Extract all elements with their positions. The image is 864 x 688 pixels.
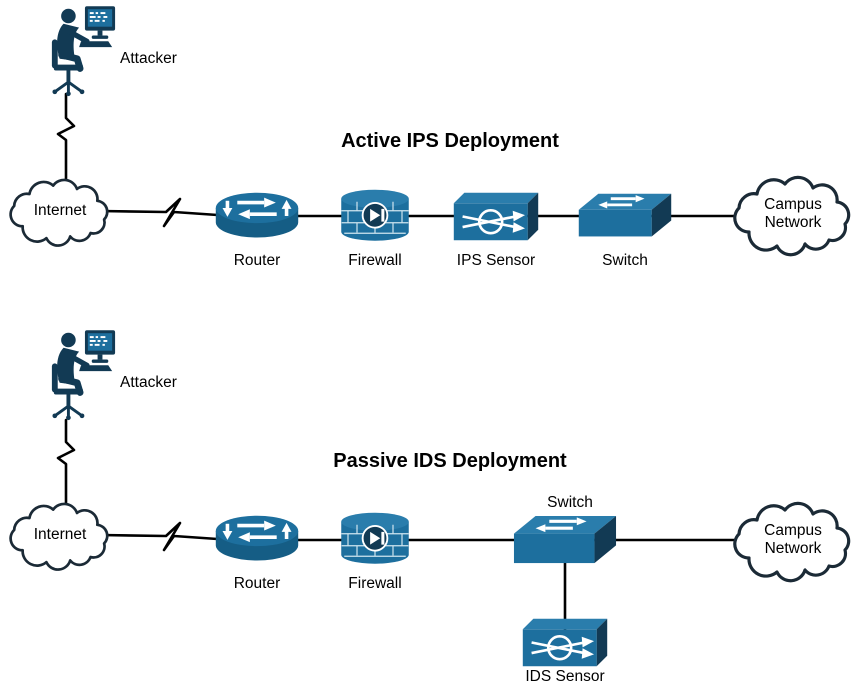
campus-label-line1: Campus: [764, 196, 822, 213]
router-icon: [214, 190, 300, 242]
link-attacker-internet-top: [56, 92, 76, 197]
active-section-title: Active IPS Deployment: [341, 130, 559, 152]
campus-network-cloud: Campus Network: [727, 494, 859, 586]
internet-label: Internet: [33, 202, 87, 219]
router-label: Router: [233, 575, 281, 592]
campus-label-line1: Campus: [764, 522, 822, 539]
ids-sensor-icon: [521, 617, 609, 668]
firewall-icon: [339, 511, 411, 567]
switch-icon: [512, 512, 618, 569]
ips-sensor-label: IPS Sensor: [456, 252, 536, 269]
switch-label: Switch: [547, 494, 593, 511]
link-internet-router-top: [98, 197, 234, 228]
router-label: Router: [233, 252, 281, 269]
link-attacker-internet-bottom: [56, 418, 76, 522]
passive-section-title: Passive IDS Deployment: [333, 450, 567, 472]
attacker-icon: [48, 4, 118, 98]
campus-network-cloud: Campus Network: [727, 168, 859, 260]
firewall-icon: [339, 188, 411, 244]
attacker-label: Attacker: [120, 374, 177, 391]
attacker-label: Attacker: [120, 50, 177, 67]
internet-cloud: Internet: [4, 170, 116, 252]
attacker-icon: [48, 328, 118, 422]
router-icon: [214, 513, 300, 565]
internet-cloud: Internet: [4, 494, 116, 576]
switch-label: Switch: [602, 252, 648, 269]
internet-label: Internet: [33, 526, 87, 543]
campus-label-line2: Network: [764, 540, 822, 557]
firewall-label: Firewall: [348, 575, 402, 592]
campus-label-line2: Network: [764, 214, 822, 231]
ips-sensor-icon: [452, 191, 540, 242]
switch-icon: [577, 190, 673, 242]
firewall-label: Firewall: [348, 252, 402, 269]
link-internet-router-bottom: [98, 521, 234, 552]
ids-sensor-label: IDS Sensor: [525, 668, 605, 685]
